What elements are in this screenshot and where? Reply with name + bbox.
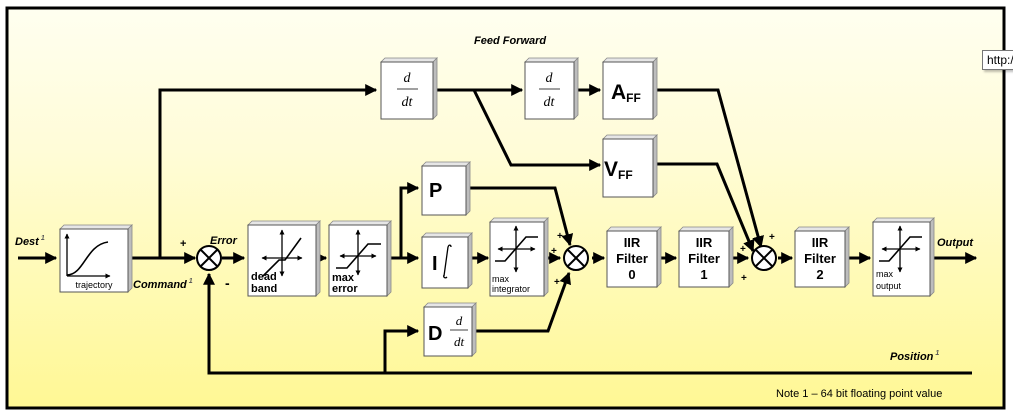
limiter-icon bbox=[879, 225, 922, 273]
d-ddt-numerator: d bbox=[456, 313, 463, 328]
block-iir-filter-1: IIR Filter 1 bbox=[678, 226, 734, 288]
block-vff: VFF bbox=[602, 134, 658, 198]
wire-p-sum2 bbox=[467, 186, 574, 247]
max-output-label-1: max bbox=[876, 269, 894, 279]
block-i: I bbox=[421, 232, 473, 289]
iir-index: 2 bbox=[816, 267, 823, 282]
i-label: I bbox=[432, 253, 438, 275]
d-label: D bbox=[428, 323, 442, 345]
block-max-error: max error bbox=[328, 220, 392, 297]
sign-plus-command: + bbox=[180, 238, 186, 250]
block-ddt-2: d dt bbox=[524, 57, 579, 120]
wire-aff-sum3 bbox=[655, 88, 764, 249]
limiter-icon bbox=[495, 225, 538, 273]
wire-vff-branch bbox=[472, 89, 602, 171]
iir-label-2: Filter bbox=[804, 251, 836, 266]
wire-d-sum2 bbox=[473, 271, 571, 333]
block-d: D d dt bbox=[423, 302, 477, 357]
footnote: Note 1 – 64 bit floating point value bbox=[776, 388, 942, 400]
ddt-numerator: d bbox=[546, 71, 554, 86]
aff-label: AFF bbox=[611, 81, 641, 105]
sign-minus-feedback: - bbox=[225, 275, 230, 291]
wire-d-branch bbox=[383, 325, 420, 373]
block-iir-filter-2: IIR Filter 2 bbox=[794, 226, 850, 288]
sign-plus-vff: + bbox=[740, 244, 746, 255]
max-integrator-label-2: integrator bbox=[492, 284, 530, 294]
vff-label: VFF bbox=[604, 158, 633, 182]
summing-junction-pid bbox=[563, 245, 589, 271]
trajectory-icon bbox=[64, 233, 111, 279]
p-label: P bbox=[429, 180, 442, 202]
ddt-numerator: d bbox=[404, 71, 412, 86]
signal-output: Output bbox=[937, 237, 974, 249]
block-ddt-1: d dt bbox=[380, 57, 438, 120]
iir-index: 1 bbox=[700, 267, 707, 282]
max-error-label-2: error bbox=[332, 283, 358, 295]
d-ddt-denominator: dt bbox=[454, 334, 465, 349]
ddt-denominator: dt bbox=[544, 95, 556, 110]
block-iir-filter-0: IIR Filter 0 bbox=[606, 226, 662, 288]
url-tooltip: http:/ bbox=[982, 50, 1013, 70]
summing-junction-error bbox=[196, 245, 222, 271]
sign-plus-i: + bbox=[551, 246, 557, 257]
limiter-icon bbox=[336, 229, 381, 276]
max-error-label-1: max bbox=[332, 272, 355, 284]
block-max-integrator: max integrator bbox=[489, 217, 549, 297]
dead-band-label-2: band bbox=[251, 283, 277, 295]
block-trajectory: trajectory bbox=[59, 224, 133, 293]
max-integrator-label-1: max bbox=[492, 274, 510, 284]
wires bbox=[18, 84, 978, 375]
diagram-frame bbox=[5, 6, 1006, 410]
sign-plus-aff: + bbox=[769, 232, 775, 243]
iir-label-1: IIR bbox=[696, 235, 713, 250]
block-dead-band: dead band bbox=[247, 220, 321, 297]
feed-forward-title: Feed Forward bbox=[474, 35, 546, 47]
block-max-output: max output bbox=[872, 217, 935, 297]
iir-label-2: Filter bbox=[688, 251, 720, 266]
dead-band-icon bbox=[261, 229, 303, 277]
iir-label-1: IIR bbox=[812, 235, 829, 250]
sign-plus-d: + bbox=[554, 277, 560, 288]
wire-feedforward-branch bbox=[158, 84, 378, 258]
ddt-denominator: dt bbox=[402, 95, 414, 110]
iir-label-1: IIR bbox=[624, 235, 641, 250]
iir-label-2: Filter bbox=[616, 251, 648, 266]
block-aff: AFF bbox=[602, 57, 658, 120]
trajectory-label: trajectory bbox=[75, 280, 113, 290]
dead-band-label-1: dead bbox=[251, 271, 277, 283]
integral-icon bbox=[443, 244, 452, 279]
block-p: P bbox=[421, 161, 471, 216]
wire-p-branch bbox=[399, 182, 420, 258]
summing-junction-feedforward bbox=[751, 245, 777, 271]
wire-position-feedback bbox=[203, 272, 972, 375]
iir-index: 0 bbox=[628, 267, 635, 282]
max-output-label-2: output bbox=[876, 281, 902, 291]
signal-error: Error bbox=[210, 235, 238, 247]
wire-vff-sum3 bbox=[655, 162, 755, 253]
sign-plus-iir1: + bbox=[741, 273, 747, 284]
sign-plus-p: + bbox=[557, 231, 563, 242]
